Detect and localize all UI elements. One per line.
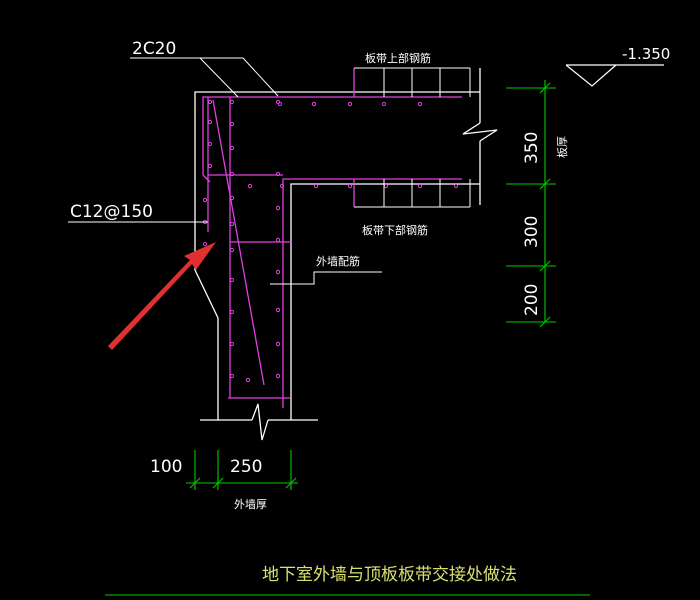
red-arrow [108,242,216,350]
elevation-marker [565,64,664,87]
slab-top-rebar-label: 板带上部钢筋 [365,51,431,65]
drawing-title: 地下室外墙与顶板板带交接处做法 [262,565,517,585]
top-bar-label: 2C20 [132,39,176,59]
slab-bottom-rebar-label: 板带下部钢筋 [362,223,428,237]
wall-rebar-label: 外墙配筋 [316,254,360,268]
dim-label-250: 250 [230,457,262,477]
dim-label-300: 300 [522,216,542,248]
dim-label-350: 350 [522,132,542,164]
dim-label-100: 100 [150,457,182,477]
wall-bar-label: C12@150 [70,202,153,222]
horizontal-dimension-chain [186,450,298,490]
vertical-dimension-chain [506,80,556,328]
dim-label-200: 200 [522,284,542,316]
wall-thickness-label: 外墙厚 [234,497,267,511]
elevation-label: -1.350 [622,45,670,63]
leader-lines [68,57,471,285]
rebar-dots [202,99,459,383]
rebar-group [202,68,462,408]
slab-thickness-label: 板厚 [555,136,569,158]
concrete-outline [194,68,498,441]
